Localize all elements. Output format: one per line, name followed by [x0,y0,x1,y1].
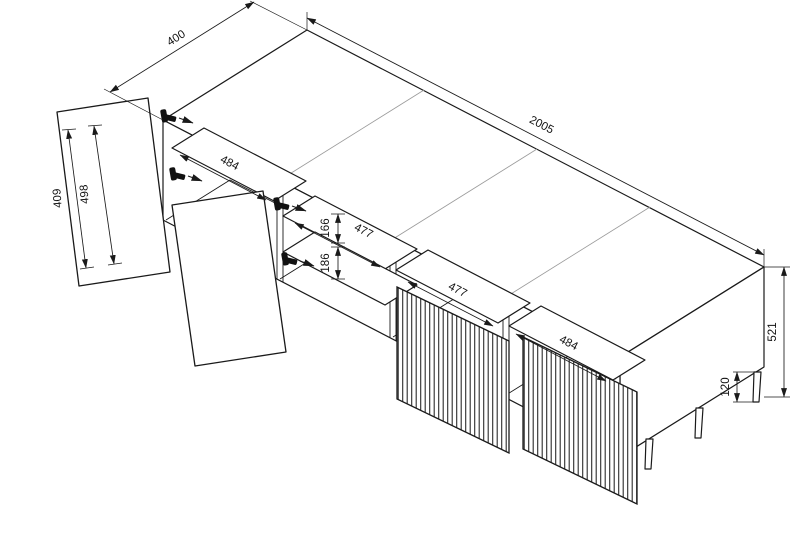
dim-label-width: 2005 [527,114,555,136]
dim-gap-186: 186 [320,246,345,280]
hinge-icon-1 [160,109,194,124]
dim-label-gap-186: 186 [320,253,332,272]
dim-comp4-line [515,333,607,382]
leg-front-right [644,438,654,470]
dim-label-height: 521 [767,322,779,341]
dim-label-door-409: 409 [51,188,64,208]
dim-label-leg-height: 120 [720,377,732,396]
leg-middle-right [694,407,704,439]
dim-comp1-line [179,154,267,201]
hinges [160,109,315,267]
dim-comp2-line [294,222,381,268]
dim-label-door-498: 498 [78,184,91,204]
dim-depth-ext [103,0,308,121]
dim-width-line [306,17,765,256]
dim-gap-166: 166 [320,213,345,244]
dim-label-gap-166: 166 [320,218,332,237]
dim-door-498: 498 [78,124,123,266]
leg-back-right [752,371,762,403]
dim-door-409-line [66,129,88,269]
legs [644,371,762,470]
dim-comp3-line [407,281,494,327]
dim-depth-line [109,1,255,93]
hinge-arrow-3 [291,204,307,212]
dim-door-498-line [92,125,116,265]
dim-height: 521 [764,266,790,398]
dim-leg-height: 120 [720,371,757,403]
dim-door-409: 409 [51,128,95,270]
hinge-arrow-1 [178,116,194,124]
hinge-icon-3 [273,197,307,212]
